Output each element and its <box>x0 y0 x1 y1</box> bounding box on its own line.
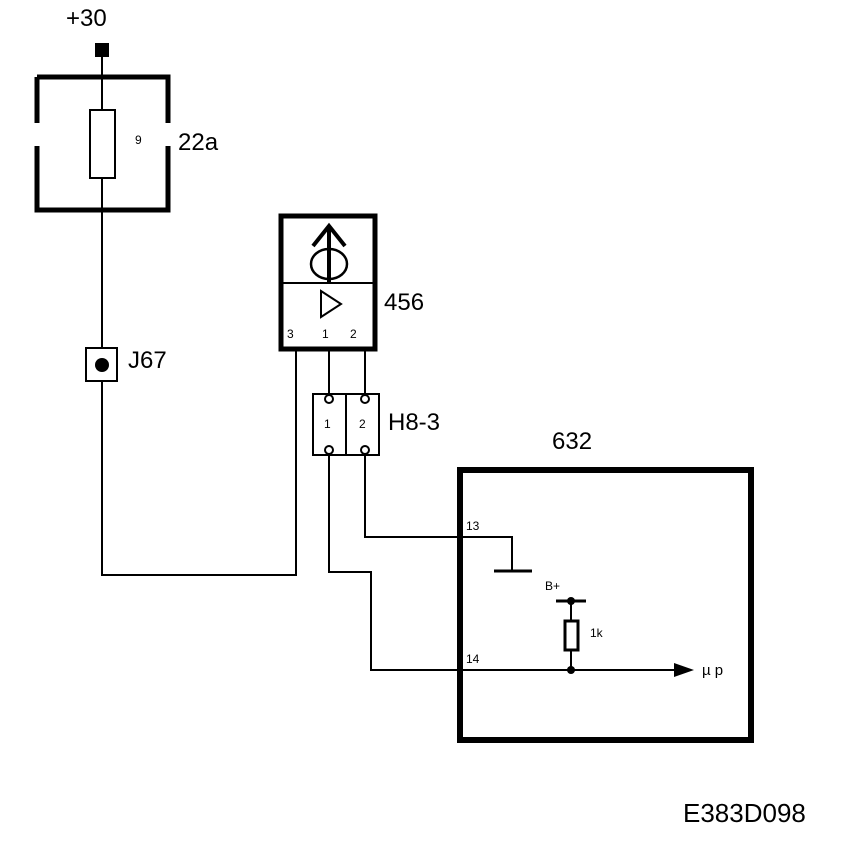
connector-contact <box>324 445 334 455</box>
connector-pin-2: 2 <box>359 417 366 431</box>
junction-j67: J67 <box>85 347 167 382</box>
connector-contact <box>360 394 370 404</box>
supply-terminal-square <box>95 43 109 57</box>
arrow-right-icon <box>674 663 694 677</box>
wire-connector-pin2-to-pin13 <box>364 454 513 570</box>
connector-ref: H8-3 <box>388 409 440 436</box>
wire-supply-to-sensor <box>101 57 297 576</box>
connector-contact <box>360 445 370 455</box>
sensor-pin-1: 1 <box>322 327 329 341</box>
control-unit-ref: 632 <box>552 428 592 455</box>
connector-h8-3: 1 2 H8-3 <box>312 393 440 456</box>
supply-label: +30 <box>66 5 107 32</box>
arrow-up-icon <box>311 222 347 248</box>
sensor-456: 3 1 2 456 <box>278 213 424 352</box>
wire-connector-pin1-to-pin14 <box>328 454 680 671</box>
control-unit-pin-13: 13 <box>466 519 480 533</box>
output-label: µ p <box>702 662 723 679</box>
connector-contact <box>324 394 334 404</box>
drawing-code: E383D098 <box>683 798 806 828</box>
fuse-box: 9 22a <box>34 74 219 213</box>
control-unit-frame <box>457 467 754 743</box>
sensor-pin-2: 2 <box>350 327 357 341</box>
connector-frame-2 <box>345 393 380 456</box>
junction-ref: J67 <box>128 347 167 374</box>
sensor-pin-3: 3 <box>287 327 294 341</box>
resistor-symbol <box>563 619 580 652</box>
supply-terminal: +30 <box>66 5 109 57</box>
fuse-box-frame <box>34 74 171 213</box>
connector-pin-1: 1 <box>324 417 331 431</box>
amplifier-triangle-icon <box>320 289 343 319</box>
control-unit-pin-14: 14 <box>466 652 480 666</box>
control-unit-632: 632 13 14 B+ 1k µ p <box>457 428 754 743</box>
fuse-box-ref: 22a <box>178 129 219 156</box>
supply-b-plus-label: B+ <box>545 579 560 593</box>
junction-dot <box>95 358 109 372</box>
fuse-symbol <box>89 109 116 179</box>
fuse-number: 9 <box>135 133 142 147</box>
resistor-label: 1k <box>590 626 604 640</box>
sensor-ref: 456 <box>384 289 424 316</box>
signal-node <box>567 666 575 674</box>
